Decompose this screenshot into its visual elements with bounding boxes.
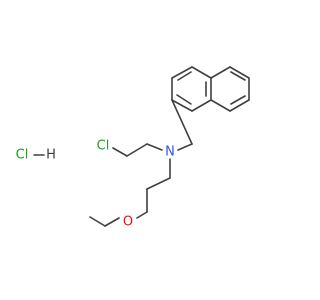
oxygen-atom-label: O: [123, 215, 133, 230]
structure-diagram: N O Cl Cl H: [16, 66, 250, 230]
bond: [191, 99, 212, 112]
double-bond-inner: [176, 94, 192, 105]
bond: [229, 66, 250, 79]
bond: [229, 99, 250, 112]
bond-o-ch3: [104, 217, 120, 227]
nitrogen-atom-label: N: [165, 145, 175, 160]
bond: [171, 66, 193, 79]
bond-ring-ch2: [171, 99, 193, 145]
naphthalene-ring-b: [210, 66, 250, 112]
bond-ch2-ch2-lower: [146, 177, 171, 190]
double-bond-inner: [230, 95, 246, 105]
bond-ch2-o: [136, 211, 148, 219]
bond: [171, 99, 193, 112]
double-bond-inner: [177, 71, 192, 81]
bond-n-ch2: [146, 143, 163, 151]
bond: [191, 66, 212, 79]
bond-ch2-cl: [112, 147, 128, 157]
double-bond-inner: [230, 71, 246, 81]
bond: [210, 66, 231, 79]
bond-ch2-ch2: [126, 143, 148, 157]
salt-chlorine-label: Cl: [16, 148, 29, 163]
naphthalene-ring-a: [171, 66, 212, 112]
salt-hydrogen-label: H: [46, 148, 56, 163]
chlorine-atom-label: Cl: [97, 139, 110, 154]
bond-ch2-n: [177, 143, 193, 151]
bond: [210, 99, 231, 112]
bond-ch3: [89, 216, 106, 227]
